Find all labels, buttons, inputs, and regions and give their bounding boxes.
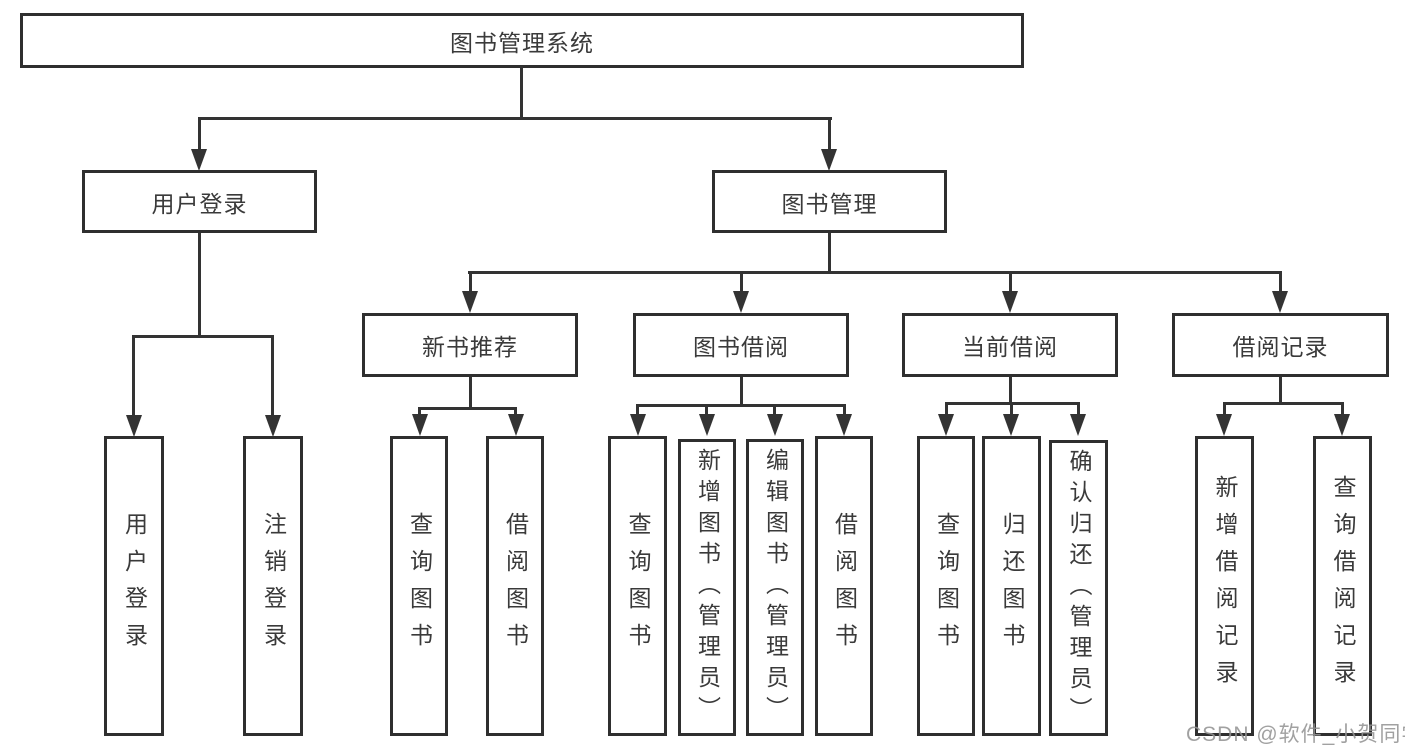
node-label: 新增图书（管理员） <box>694 448 721 727</box>
node-label: 用户登录 <box>151 190 248 217</box>
arrowhead-icon <box>462 291 478 313</box>
arrowhead-icon <box>1070 414 1086 436</box>
node-label: 当前借阅 <box>962 334 1058 360</box>
connector-line <box>1223 402 1226 417</box>
node-label: 查询图书 <box>933 512 960 660</box>
arrowhead-icon <box>767 414 783 436</box>
node-label: 编辑图书（管理员） <box>762 448 789 727</box>
arrowhead-icon <box>836 414 852 436</box>
node-label: 新增借阅记录 <box>1212 475 1238 697</box>
connector-line <box>418 407 421 418</box>
connector-line <box>828 233 831 274</box>
node-label: 确认归还（管理员） <box>1066 448 1092 728</box>
node-library-management-system: 图书管理系统 <box>20 13 1024 68</box>
node-new-book-recommend: 新书推荐 <box>362 313 578 377</box>
connector-line <box>1010 402 1013 417</box>
node-label: 归还图书 <box>999 512 1025 660</box>
csdn-watermark: CSDN @软件_小贺同学 <box>1186 723 1405 746</box>
node-label: 查询借阅记录 <box>1330 475 1356 697</box>
connector-line <box>1009 377 1012 405</box>
connector-line <box>1077 402 1080 417</box>
leaf-borrow-edit-books-admin: 编辑图书（管理员） <box>746 439 804 736</box>
node-label: 借阅图书 <box>502 512 529 660</box>
node-book-borrow: 图书借阅 <box>633 313 849 377</box>
leaf-user-login: 用户登录 <box>104 436 164 736</box>
node-borrow-record: 借阅记录 <box>1172 313 1389 377</box>
connector-line <box>773 404 776 417</box>
node-label: 图书管理系统 <box>450 29 594 56</box>
leaf-current-query-books: 查询图书 <box>917 436 975 736</box>
leaf-logout: 注销登录 <box>243 436 303 736</box>
arrowhead-icon <box>191 149 207 171</box>
node-current-borrow: 当前借阅 <box>902 313 1118 377</box>
connector-line <box>843 404 846 417</box>
connector-line <box>1009 271 1012 295</box>
arrowhead-icon <box>1272 291 1288 313</box>
connector-line <box>520 66 523 119</box>
connector-line <box>1279 377 1282 405</box>
connector-line <box>132 335 274 338</box>
arrowhead-icon <box>265 415 281 437</box>
connector-line <box>469 271 472 295</box>
arrowhead-icon <box>630 414 646 436</box>
connector-line <box>1223 402 1344 405</box>
connector-line <box>1279 271 1282 295</box>
node-book-management: 图书管理 <box>712 170 947 233</box>
leaf-newbook-query-books: 查询图书 <box>390 436 448 736</box>
node-user-login: 用户登录 <box>82 170 317 233</box>
node-label: 注销登录 <box>260 512 287 660</box>
connector-line <box>705 404 708 417</box>
node-label: 用户登录 <box>121 512 148 660</box>
connector-line <box>198 233 201 338</box>
leaf-borrow-add-books-admin: 新增图书（管理员） <box>678 439 736 736</box>
arrowhead-icon <box>412 414 428 436</box>
arrowhead-icon <box>821 149 837 171</box>
connector-line <box>828 117 831 153</box>
leaf-borrow-query-books: 查询图书 <box>608 436 667 736</box>
leaf-current-return-books: 归还图书 <box>982 436 1041 736</box>
node-label: 借阅图书 <box>831 512 858 660</box>
connector-line <box>469 377 472 410</box>
connector-line <box>418 407 517 410</box>
connector-line <box>1341 402 1344 417</box>
connector-line <box>514 407 517 418</box>
connector-line <box>740 271 743 295</box>
arrowhead-icon <box>1216 414 1232 436</box>
node-label: 新书推荐 <box>422 334 518 360</box>
arrowhead-icon <box>126 415 142 437</box>
leaf-current-confirm-return-admin: 确认归还（管理员） <box>1049 440 1108 736</box>
connector-line <box>945 402 948 417</box>
arrowhead-icon <box>1003 414 1019 436</box>
node-label: 图书管理 <box>781 190 878 217</box>
connector-line <box>636 404 846 407</box>
node-label: 查询图书 <box>406 512 433 660</box>
arrowhead-icon <box>699 414 715 436</box>
connector-line <box>198 117 832 120</box>
connector-line <box>740 377 743 407</box>
arrowhead-icon <box>938 414 954 436</box>
arrowhead-icon <box>1002 291 1018 313</box>
leaf-newbook-borrow-books: 借阅图书 <box>486 436 544 736</box>
connector-line <box>198 117 201 153</box>
node-label: 图书借阅 <box>693 334 789 360</box>
connector-line <box>132 335 135 418</box>
arrowhead-icon <box>508 414 524 436</box>
leaf-borrow-borrow-books: 借阅图书 <box>815 436 873 736</box>
arrowhead-icon <box>733 291 749 313</box>
node-label: 查询图书 <box>625 512 651 660</box>
connector-line <box>468 271 1282 274</box>
connector-line <box>636 404 639 417</box>
node-label: 借阅记录 <box>1232 334 1329 360</box>
leaf-record-add-borrow-record: 新增借阅记录 <box>1195 436 1254 736</box>
connector-line <box>271 335 274 418</box>
leaf-record-query-borrow-record: 查询借阅记录 <box>1313 436 1372 736</box>
arrowhead-icon <box>1334 414 1350 436</box>
